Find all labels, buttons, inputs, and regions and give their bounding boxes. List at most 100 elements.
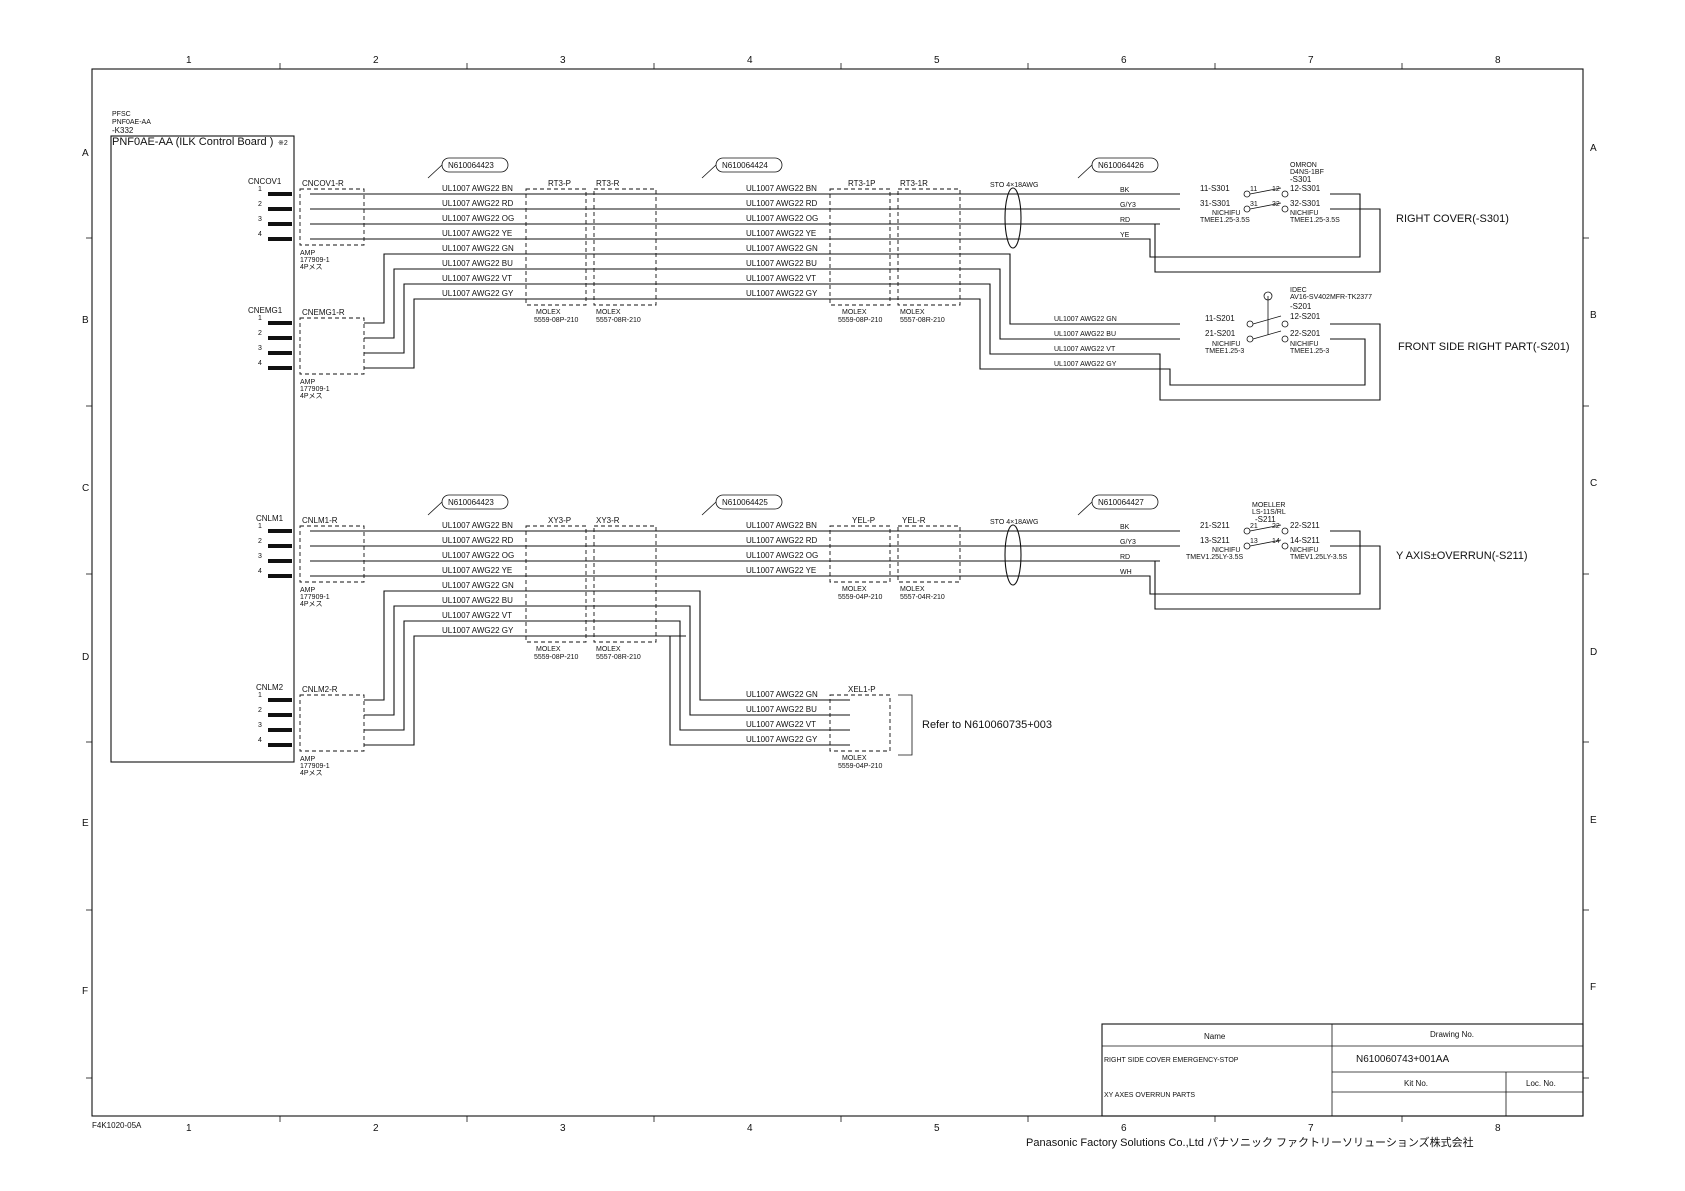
housing-amp-pins: 4Pメス — [300, 769, 323, 777]
row-label-d: D — [82, 652, 89, 663]
switch-s201: IDEC AV16-SV402MFR-TK2377 -S201 11-S201 … — [1150, 287, 1570, 401]
terminal-label: 11-S201 — [1205, 314, 1235, 323]
wire-label: UL1007 AWG22 GY — [746, 289, 818, 298]
xy3-r-label: XY3-R — [596, 516, 620, 525]
cable-core-wh: WH — [1120, 569, 1132, 576]
wire-label: UL1007 AWG22 OG — [442, 214, 514, 223]
switch-s301: OMRON D4NS-1BF -S301 11-S301 12-S301 31-… — [1000, 162, 1509, 273]
harness-tag: N610064425 — [701, 494, 783, 516]
harness-tag: N610064423 — [427, 494, 509, 516]
pin-number: 2 — [258, 707, 262, 714]
row-label-right-e: E — [1590, 815, 1597, 826]
wire-label: UL1007 AWG22 BN — [746, 521, 817, 530]
col-label-bottom-3: 3 — [560, 1123, 566, 1134]
housing-molex-part: 5559-08P-210 — [838, 317, 882, 324]
wire-label: UL1007 AWG22 YE — [442, 229, 512, 238]
cnemg1-label: CNEMG1 — [248, 306, 283, 315]
harness-number: N610064423 — [448, 161, 494, 170]
terminal-label: 22-S201 — [1290, 329, 1321, 338]
terminal-label: 12-S301 — [1290, 184, 1321, 193]
housing-molex: MOLEX — [536, 309, 561, 316]
cable-core-rd: RD — [1120, 217, 1130, 224]
cnlm1-label: CNLM1 — [256, 514, 284, 523]
col-label-4: 4 — [747, 55, 753, 66]
contact-number: 21 — [1250, 523, 1258, 530]
switch-model: AV16-SV402MFR-TK2377 — [1290, 294, 1372, 301]
switch-ref: -S301 — [1290, 175, 1312, 184]
cnlm2-label: CNLM2 — [256, 683, 284, 692]
row-label-right-a: A — [1590, 143, 1597, 154]
cable-core-gy: G/Y3 — [1120, 202, 1136, 209]
terminal-part: TMEV1.25LY-3.5S — [1290, 554, 1348, 561]
company-name: Panasonic Factory Solutions Co.,Ltd パナソニ… — [1026, 1135, 1474, 1149]
cncov1-label: CNCOV1 — [248, 177, 282, 186]
title-drawing-number: N610060743+001AA — [1356, 1054, 1449, 1065]
col-label-bottom-6: 6 — [1121, 1123, 1127, 1134]
terminal-maker: NICHIFU — [1212, 210, 1240, 217]
title-block: Name Drawing No. RIGHT SIDE COVER EMERGE… — [1026, 1023, 1584, 1149]
housing-molex-part: 5557-08R-210 — [900, 317, 945, 324]
refer-note: Refer to N610060735+003 — [922, 719, 1052, 731]
row-label-e: E — [82, 818, 89, 829]
housing-molex-part: 5557-04R-210 — [900, 594, 945, 601]
pin-number: 3 — [258, 216, 262, 223]
col-label-3: 3 — [560, 55, 566, 66]
zone-ticks — [86, 63, 1589, 1122]
wire-label: UL1007 AWG22 BU — [746, 705, 817, 714]
housing-amp: AMP — [300, 250, 316, 257]
terminal-maker: NICHIFU — [1290, 341, 1318, 348]
wire-label: UL1007 AWG22 BU — [442, 596, 513, 605]
row-label-c: C — [82, 483, 89, 494]
title-drawing-header: Drawing No. — [1430, 1030, 1474, 1039]
housing-molex-part: 5559-04P-210 — [838, 594, 882, 601]
cnlm2-r-label: CNLM2-R — [302, 685, 338, 694]
col-label-8: 8 — [1495, 55, 1501, 66]
harness-tag: N610064424 — [701, 157, 783, 179]
cable-spec: STO 4×18AWG — [990, 182, 1038, 189]
pin-number: 2 — [258, 201, 262, 208]
switch-model: D4NS-1BF — [1290, 169, 1324, 176]
wire-label: UL1007 AWG22 OG — [746, 551, 818, 560]
drawing-frame — [86, 63, 1589, 1122]
harness-number: N610064426 — [1098, 161, 1144, 170]
terminal-part: TMEV1.25LY-3.5S — [1186, 554, 1244, 561]
row-label-right-b: B — [1590, 310, 1597, 321]
wire-label: UL1007 AWG22 GN — [1054, 316, 1117, 323]
housing-amp: AMP — [300, 756, 316, 763]
wire-label: UL1007 AWG22 YE — [746, 229, 816, 238]
row-labels-left: A B C D E F — [82, 148, 89, 997]
harness-tag: N610064427 — [1077, 494, 1159, 516]
wire-label: UL1007 AWG22 VT — [746, 720, 816, 729]
col-label-bottom-4: 4 — [747, 1123, 753, 1134]
housing-molex-part: 5559-08P-210 — [534, 654, 578, 661]
housing-molex: MOLEX — [842, 586, 867, 593]
ilk-control-board: PFSC PNF0AE-AA -K332 PNF0AE-AA (ILK Cont… — [110, 111, 295, 763]
wire-label: UL1007 AWG22 BU — [442, 259, 513, 268]
wire-label: UL1007 AWG22 GN — [746, 244, 818, 253]
housing-amp-pins: 4Pメス — [300, 600, 323, 608]
pin-number: 1 — [258, 692, 262, 699]
housing-amp-pins: 4Pメス — [300, 392, 323, 400]
terminal-label: 22-S211 — [1290, 521, 1320, 530]
wire-label: UL1007 AWG22 GY — [1054, 361, 1117, 368]
cable-core-ye: YE — [1120, 232, 1130, 239]
terminal-label: 13-S211 — [1200, 536, 1230, 545]
switch-ref: -S211 — [1255, 515, 1276, 524]
xy3-p-label: XY3-P — [548, 516, 571, 525]
col-label-bottom-5: 5 — [934, 1123, 940, 1134]
row-label-right-c: C — [1590, 478, 1597, 489]
col-label-2: 2 — [373, 55, 379, 66]
row-labels-right: A B C D E F — [1590, 143, 1597, 993]
wire-label: UL1007 AWG22 RD — [746, 199, 818, 208]
title-name-header: Name — [1204, 1032, 1226, 1041]
title-kit-header: Kit No. — [1404, 1079, 1428, 1088]
terminal-label: 11-S301 — [1200, 184, 1230, 193]
s301-description: RIGHT COVER(-S301) — [1396, 213, 1509, 225]
row-label-b: B — [82, 315, 89, 326]
cable-core-bk: BK — [1120, 187, 1130, 194]
switch-s211: MOELLER LS-11S/RL -S211 21-S211 22-S211 … — [1000, 502, 1528, 610]
terminal-label: 14-S211 — [1290, 536, 1320, 545]
housing-molex-part: 5557-08R-210 — [596, 654, 641, 661]
pin-number: 4 — [258, 231, 262, 238]
contact-number: 13 — [1250, 538, 1258, 545]
